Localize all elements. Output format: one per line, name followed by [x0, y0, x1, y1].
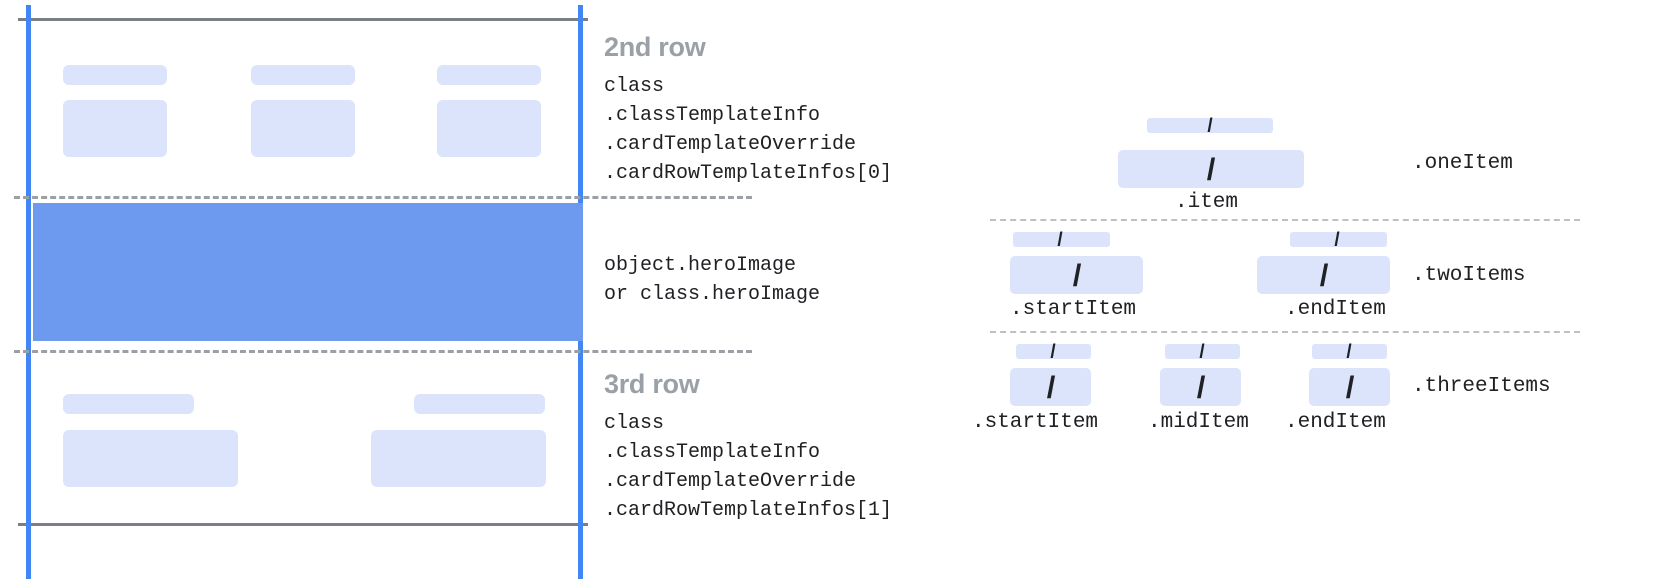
threeitems-miditem-main-slash: / [1196, 369, 1206, 405]
threeitems-miditem-label: .midItem [1148, 411, 1249, 434]
row2-col2-value-placeholder [371, 430, 546, 487]
threeitems-enditem-top-slash: / [1346, 341, 1352, 363]
threeitems-miditem-main-bar [1160, 368, 1241, 406]
threeitems-enditem-main-slash: / [1345, 369, 1355, 405]
row-separator-1 [14, 196, 752, 199]
twoitems-enditem-label: .endItem [1285, 298, 1386, 321]
row1-col2-value-placeholder [251, 100, 355, 157]
group-separator-1 [990, 219, 1580, 221]
twoitems-startitem-top-slash: / [1057, 229, 1063, 251]
threeitems-miditem-top-bar [1165, 344, 1240, 359]
threeitems-startitem-label: .startItem [972, 411, 1099, 434]
oneitem-item-label: .item [1175, 191, 1239, 214]
item-layout-diagram: / / .item .oneItem / / .startItem / / .e… [960, 0, 1676, 584]
oneitem-item-top-slash: / [1207, 115, 1213, 137]
row1-title: 2nd row [604, 32, 706, 62]
twoitems-startitem-main-bar [1010, 256, 1143, 294]
card-template-diagram [0, 0, 752, 584]
threeitems-miditem-top-slash: / [1199, 341, 1205, 363]
threeitems-startitem-main-slash: / [1046, 369, 1056, 405]
threeitems-group-label: .threeItems [1412, 375, 1551, 398]
twoitems-group-label: .twoItems [1412, 264, 1526, 287]
card-top-rule [18, 18, 588, 21]
row1-col3-label-placeholder [437, 65, 541, 85]
row1-col1-value-placeholder [63, 100, 167, 157]
row1-col2-label-placeholder [251, 65, 355, 85]
row2-col1-label-placeholder [63, 394, 194, 414]
twoitems-enditem-main-bar [1257, 256, 1390, 294]
hero-code: object.heroImage or class.heroImage [604, 254, 821, 306]
row1-col1-label-placeholder [63, 65, 167, 85]
row2-code: class .classTemplateInfo .cardTemplateOv… [604, 412, 893, 522]
threeitems-enditem-label: .endItem [1285, 411, 1386, 434]
threeitems-enditem-main-bar [1309, 368, 1390, 406]
row2-col2-label-placeholder [414, 394, 545, 414]
oneitem-group-label: .oneItem [1412, 152, 1513, 175]
threeitems-startitem-main-bar [1010, 368, 1091, 406]
vertical-guide-left [26, 5, 31, 579]
oneitem-item-main-bar [1118, 150, 1304, 188]
row1-code: class .classTemplateInfo .cardTemplateOv… [604, 75, 893, 185]
threeitems-enditem-top-bar [1312, 344, 1387, 359]
row2-title: 3rd row [604, 369, 700, 399]
row1-col3-value-placeholder [437, 100, 541, 157]
twoitems-startitem-top-bar [1013, 232, 1110, 247]
twoitems-enditem-main-slash: / [1319, 257, 1329, 293]
twoitems-enditem-top-bar [1290, 232, 1387, 247]
oneitem-item-main-slash: / [1206, 151, 1216, 187]
group-separator-2 [990, 331, 1580, 333]
hero-image-band [33, 203, 583, 341]
twoitems-startitem-main-slash: / [1072, 257, 1082, 293]
oneitem-item-top-bar [1147, 118, 1273, 133]
twoitems-startitem-label: .startItem [1010, 298, 1137, 321]
row-separator-2 [14, 350, 752, 353]
row2-col1-value-placeholder [63, 430, 238, 487]
twoitems-enditem-top-slash: / [1334, 229, 1340, 251]
card-bottom-rule [18, 523, 588, 526]
threeitems-startitem-top-bar [1016, 344, 1091, 359]
threeitems-startitem-top-slash: / [1050, 341, 1056, 363]
